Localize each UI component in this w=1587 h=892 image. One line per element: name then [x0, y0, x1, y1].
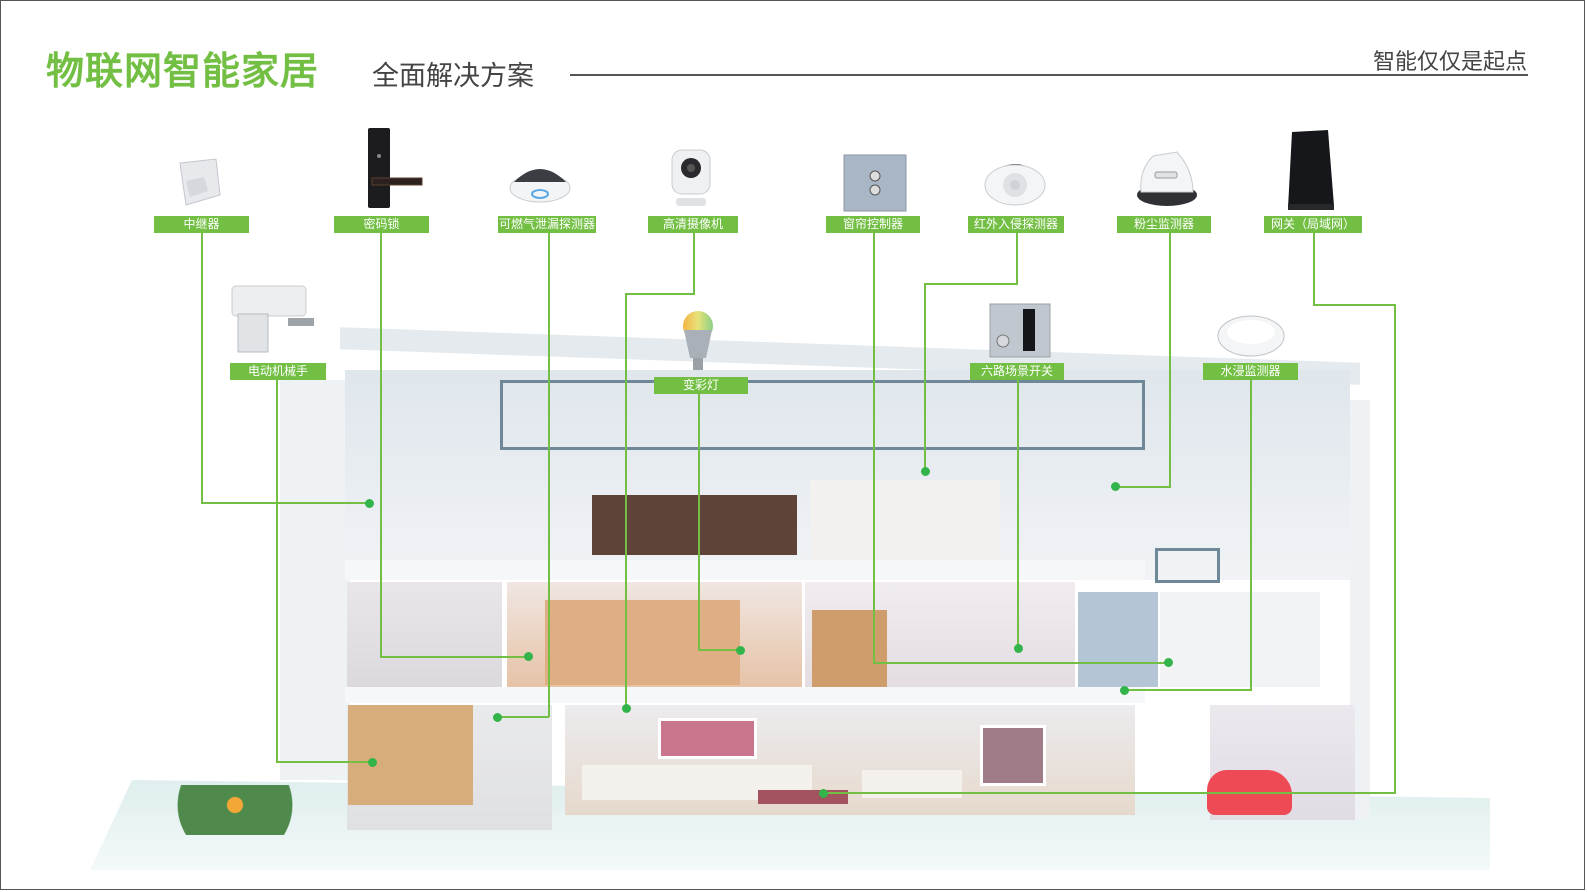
label-electric-manipulator: 电动机械手	[230, 363, 326, 380]
railing	[500, 380, 1145, 450]
electric-manipulator-icon	[231, 285, 314, 353]
title-divider	[570, 74, 1528, 76]
railing-right	[1155, 548, 1220, 583]
gas-leak-detector-icon	[509, 169, 571, 203]
label-hd-camera: 高清摄像机	[648, 216, 738, 233]
balcony	[1160, 592, 1320, 687]
flower-bed	[175, 785, 325, 835]
curtain-controller-icon	[843, 154, 907, 212]
six-way-scene-switch-icon	[989, 303, 1051, 358]
wood-door	[812, 610, 887, 688]
infrared-intrusion-detector-icon	[984, 164, 1046, 206]
dust-monitor-icon	[1137, 151, 1197, 206]
color-bulb-icon	[683, 311, 713, 370]
kitchen-cabinets	[348, 705, 473, 805]
bathroom	[1078, 592, 1158, 687]
bedroom-left	[347, 582, 502, 687]
label-password-lock: 密码锁	[334, 216, 429, 233]
repeater-icon	[179, 158, 221, 206]
gateway-icon	[1288, 130, 1334, 210]
label-six-way-scene-switch: 六路场景开关	[970, 363, 1064, 380]
wall-painting	[658, 718, 757, 759]
label-repeater: 中继器	[154, 216, 249, 233]
label-water-leak-monitor: 水浸监测器	[1203, 363, 1298, 380]
label-gas-leak-detector: 可燃气泄漏探测器	[498, 216, 596, 233]
page-subtitle: 全面解决方案	[372, 61, 534, 92]
wardrobe	[545, 600, 740, 685]
water-leak-monitor-icon	[1217, 315, 1285, 357]
bookshelf	[592, 495, 797, 555]
label-curtain-controller: 窗帘控制器	[826, 216, 920, 233]
label-color-bulb: 变彩灯	[654, 377, 748, 394]
page-title: 物联网智能家居	[46, 49, 320, 93]
password-lock-icon	[368, 128, 423, 208]
label-infrared-intrusion-detector: 红外入侵探测器	[968, 216, 1064, 233]
label-gateway: 网关（局域网）	[1264, 216, 1362, 233]
hd-camera-icon	[671, 149, 711, 206]
label-dust-monitor: 粉尘监测器	[1117, 216, 1211, 233]
wall-painting-2	[980, 725, 1046, 786]
slogan: 智能仅仅是起点	[1372, 50, 1527, 75]
upper-lounge	[810, 480, 1000, 560]
